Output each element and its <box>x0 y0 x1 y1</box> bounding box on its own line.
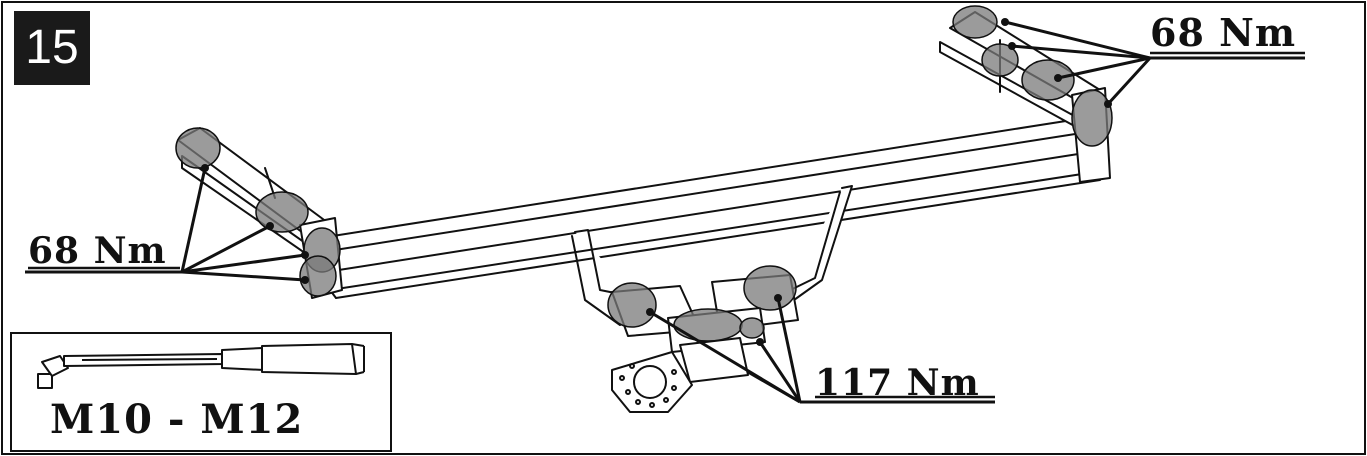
leader-lines-top-right <box>1004 20 1305 106</box>
bolt-highlight <box>299 255 337 297</box>
bolt-highlight <box>981 43 1019 77</box>
torque-wrench-icon <box>37 343 365 389</box>
torque-label-left: 68 Nm <box>28 230 167 272</box>
electrical-socket-plate <box>611 351 693 413</box>
bolt-highlight <box>607 282 657 328</box>
bolt-highlight <box>739 317 765 339</box>
bolt-highlight <box>1071 89 1113 147</box>
leader-lines-left <box>25 167 306 282</box>
torque-label-center: 117 Nm <box>815 362 980 404</box>
bolt-size-range: M10 - M12 <box>50 396 304 443</box>
step-number-badge: 15 <box>14 11 90 85</box>
torque-label-top-right: 68 Nm <box>1150 10 1297 55</box>
bolt-highlight <box>255 191 309 233</box>
cross-beam <box>319 117 1101 299</box>
bolt-highlight <box>673 308 743 342</box>
bolt-highlight <box>1021 59 1075 101</box>
leader-lines-center <box>649 297 995 404</box>
bolt-highlight <box>952 5 998 39</box>
bolt-highlight <box>743 265 797 311</box>
bolt-highlight <box>175 127 221 169</box>
tool-info-box: M10 - M12 <box>10 332 392 452</box>
